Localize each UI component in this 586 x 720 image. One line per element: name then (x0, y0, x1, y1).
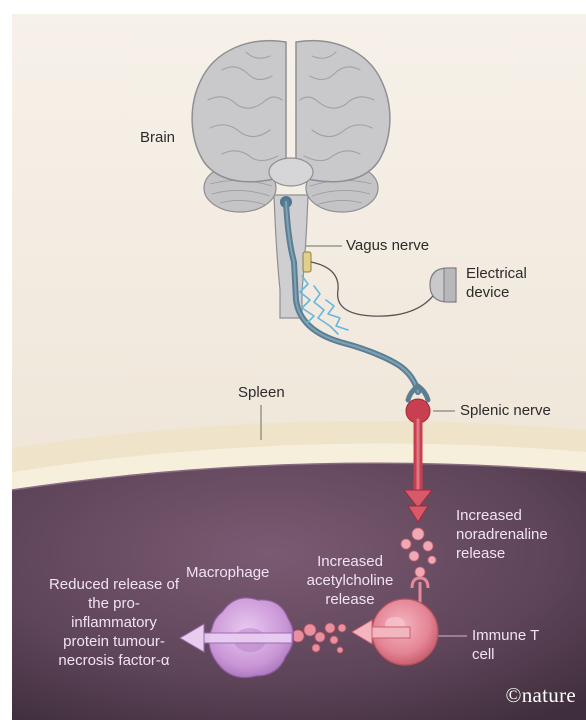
vagus-nerve-label: Vagus nerve (346, 237, 430, 254)
reduced-release-arrow (179, 623, 293, 653)
device-wire (310, 261, 437, 317)
noradrenaline-vesicles (400, 527, 437, 578)
leader-lines (260, 245, 455, 440)
splenic-nerve (402, 398, 434, 523)
splenic-nerve-label: Splenic nerve (460, 402, 551, 419)
acetylcholine-vesicles (291, 622, 347, 654)
noradrenaline-label: Increased noradrenaline release (456, 507, 548, 562)
electrode-cuff (302, 251, 312, 273)
electrical-device-label: Electrical device (466, 265, 527, 301)
acetylcholine-label: Increased acetylcholine release (306, 553, 394, 608)
electrical-device-icon (429, 267, 457, 303)
immune-t-cell-label: Immune T cell (472, 627, 539, 663)
spleen (11, 420, 586, 720)
brain-label: Brain (140, 129, 176, 146)
acetylcholine-arrow (351, 619, 411, 645)
brain-icon (191, 39, 391, 319)
receptor (410, 576, 430, 589)
nature-credit: ©nature (505, 683, 576, 707)
spleen-label: Spleen (238, 384, 285, 401)
reduced-release-label: Reduced release of the pro-inflammatory … (48, 576, 180, 669)
electrical-signal-icon (299, 275, 349, 335)
macrophage-label: Macrophage (186, 564, 270, 581)
vagus-nerve (280, 196, 431, 403)
